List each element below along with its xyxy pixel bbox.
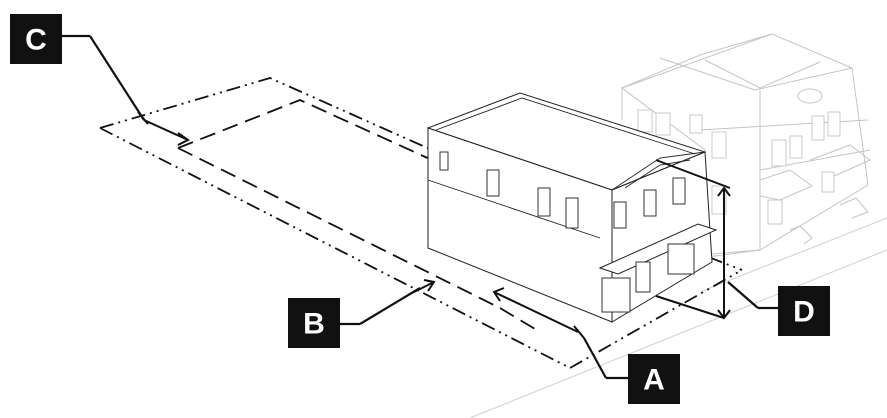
dimension-b [340, 279, 436, 326]
neighbor-house-ghost [620, 33, 871, 259]
callout-c-label: C [25, 24, 47, 57]
callout-d-label: D [793, 296, 815, 329]
callout-d: D [778, 286, 830, 336]
callout-a-label: A [643, 364, 665, 397]
main-building [426, 92, 718, 323]
callout-b-label: B [303, 308, 325, 341]
dimension-a [492, 287, 628, 380]
street-lines [469, 217, 887, 418]
callout-a: A [628, 354, 680, 404]
callout-c: C [10, 14, 62, 64]
setback-line [177, 99, 541, 333]
callout-b: B [288, 298, 340, 348]
dimension-d [655, 159, 778, 320]
dimension-c [62, 34, 190, 146]
